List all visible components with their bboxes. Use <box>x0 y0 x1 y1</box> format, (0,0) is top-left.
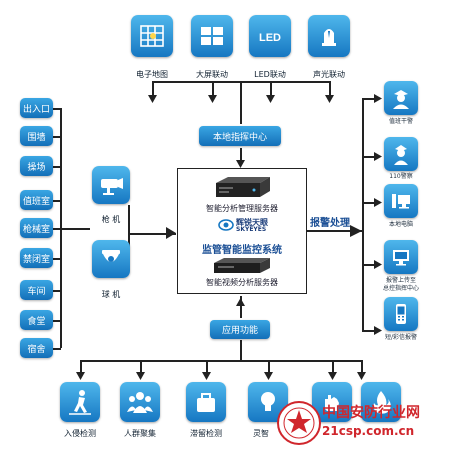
location-2: 操场 <box>20 156 53 176</box>
dome-camera-icon <box>92 240 130 278</box>
fire-icon <box>361 382 401 422</box>
map-icon <box>131 15 173 57</box>
watermark-url: 21csp.com.cn <box>322 424 415 438</box>
server-top-label: 智能分析管理服务器 <box>206 204 278 213</box>
top-node-label-0: 电子地图 <box>136 70 168 79</box>
camera-label-0: 枪 机 <box>101 215 121 224</box>
svg-text:LED: LED <box>259 32 281 44</box>
bottom-node-label-3: 灵智 <box>253 429 269 438</box>
video-server-icon <box>214 258 270 273</box>
location-0: 出入口 <box>20 98 53 118</box>
location-5: 禁闭室 <box>20 248 53 268</box>
crowd-icon <box>120 382 160 422</box>
camera-label-1: 球 机 <box>101 290 121 299</box>
intrusion-icon <box>60 382 100 422</box>
server-bottom-label: 智能视频分析服务器 <box>206 278 278 287</box>
location-8: 宿舍 <box>20 338 53 358</box>
police-icon <box>384 137 418 171</box>
computer-icon <box>384 184 418 218</box>
management-server-icon <box>216 177 270 197</box>
right-node-label-3: 报警上传至 总控指挥中心 <box>382 277 419 292</box>
local-command-center: 本地指挥中心 <box>199 126 281 146</box>
location-7: 食堂 <box>20 310 53 330</box>
alarm-handling-label: 报警处理 <box>310 218 350 229</box>
right-node-label-2: 本地电脑 <box>388 221 413 228</box>
location-4: 枪械室 <box>20 218 53 238</box>
location-1: 围墙 <box>20 126 53 146</box>
right-node-label-1: 110警察 <box>389 173 413 180</box>
location-6: 车间 <box>20 280 53 300</box>
officer-icon <box>384 81 418 115</box>
system-title: 监管智能监控系统 <box>202 245 282 256</box>
right-node-label-0: 值班干警 <box>388 118 413 125</box>
upload-center-icon <box>384 240 418 274</box>
top-node-label-2: LED联动 <box>254 70 286 79</box>
bottom-node-label-2: 滞留检测 <box>190 429 222 438</box>
right-node-label-4: 短/彩信报警 <box>384 334 418 341</box>
bullet-camera-icon <box>92 166 130 204</box>
alarm-light-icon <box>308 15 350 57</box>
application-functions: 应用功能 <box>210 320 270 339</box>
skyeyes-logo-icon <box>218 219 234 231</box>
phone-icon <box>384 297 418 331</box>
bag-icon <box>186 382 226 422</box>
brand-en: SKYEYES <box>236 226 267 233</box>
top-node-label-1: 大屏联动 <box>196 70 228 79</box>
csp-seal-logo <box>277 401 321 445</box>
brand-cn: 辉锐天眼 <box>236 218 268 227</box>
bottom-node-label-1: 人群聚集 <box>124 429 156 438</box>
watermark-title: 中国安防行业网 <box>322 405 420 421</box>
bottom-node-label-0: 入侵检测 <box>64 429 96 438</box>
led-icon: LED <box>249 15 291 57</box>
location-3: 值班室 <box>20 190 53 210</box>
video-wall-icon <box>191 15 233 57</box>
center-system-box: 智能分析管理服务器 辉锐天眼 SKYEYES 监管智能监控系统 智能视频分析服务… <box>177 168 307 294</box>
top-node-label-3: 声光联动 <box>313 70 345 79</box>
